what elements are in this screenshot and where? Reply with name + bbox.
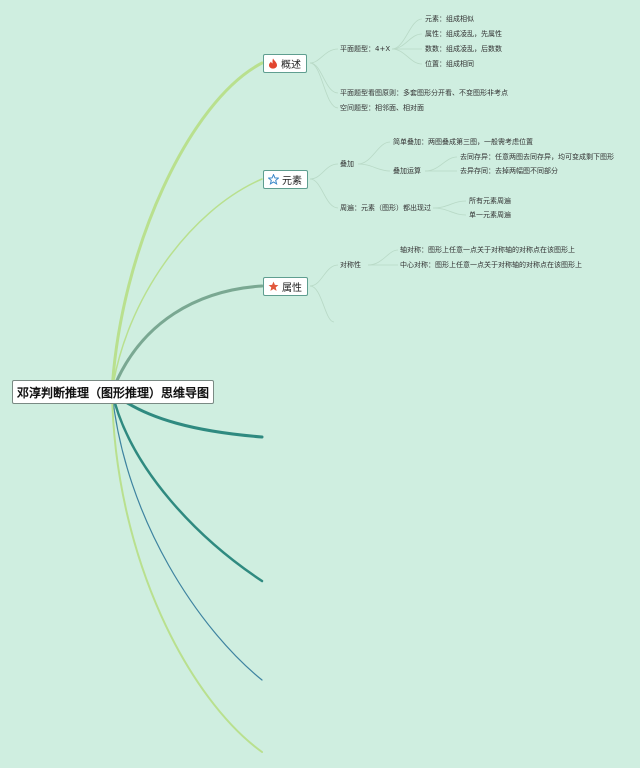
leaf-simple-overlay[interactable]: 简单叠加：两图叠成第三图，一般需考虑位置: [393, 138, 533, 146]
branch-overlay[interactable]: 叠加: [340, 160, 354, 168]
branch-viewing-principle[interactable]: 平面题型看图原则：多套图形分开看、不变图形非考点: [340, 89, 508, 97]
branch-symmetry[interactable]: 对称性: [340, 261, 361, 269]
branch-space-types[interactable]: 空间题型：相邻面、相对面: [340, 104, 424, 112]
branch-traversal[interactable]: 周遍：元素（图形）都出现过: [340, 204, 431, 212]
connector-root-overview: [110, 61, 264, 394]
leaf-single-element[interactable]: 单一元素周遍: [469, 211, 511, 219]
topic-attributes[interactable]: 属性: [263, 277, 308, 296]
leaf-central-symmetry[interactable]: 中心对称：图形上任意一点关于对称轴的对称点在该图形上: [400, 261, 582, 269]
fire-icon: [269, 58, 277, 69]
leaf-remove-different[interactable]: 去异存同：去掉两幅图不同部分: [460, 167, 558, 175]
topic-elements-label: 元素: [282, 176, 302, 187]
leaf-attribute-first[interactable]: 属性：组成凌乱，先属性: [425, 30, 502, 38]
leaf-count-later[interactable]: 数数：组成凌乱，后数数: [425, 45, 502, 53]
topic-overview[interactable]: 概述: [263, 54, 307, 73]
topic-overview-label: 概述: [281, 60, 301, 71]
star-filled-icon: [268, 281, 279, 291]
connector-root-branch-7: [111, 391, 263, 753]
connector-root-attributes: [110, 284, 264, 394]
branch-overlay-operation[interactable]: 叠加运算: [393, 167, 421, 175]
leaf-remove-same[interactable]: 去同存异：任意两图去同存异，均可变成剩下图形: [460, 153, 614, 161]
connector-root-branch-5: [110, 390, 264, 583]
topic-attributes-label: 属性: [282, 283, 302, 294]
root-title: 邓淳判断推理（图形推理）思维导图: [16, 385, 209, 400]
branch-plane-types[interactable]: 平面题型：4+X: [340, 45, 391, 53]
connector-root-elements: [111, 178, 263, 393]
root-topic[interactable]: 邓淳判断推理（图形推理）思维导图: [12, 380, 214, 404]
leaf-element-similar[interactable]: 元素：组成相似: [425, 15, 474, 23]
leaf-axial-symmetry[interactable]: 轴对称：图形上任意一点关于对称轴的对称点在该图形上: [400, 246, 575, 254]
star-outline-icon: [268, 174, 279, 185]
leaf-all-elements[interactable]: 所有元素周遍: [469, 197, 511, 205]
connector-root-branch-6: [111, 391, 263, 681]
topic-elements[interactable]: 元素: [263, 170, 308, 189]
leaf-position-same[interactable]: 位置：组成相同: [425, 60, 474, 68]
